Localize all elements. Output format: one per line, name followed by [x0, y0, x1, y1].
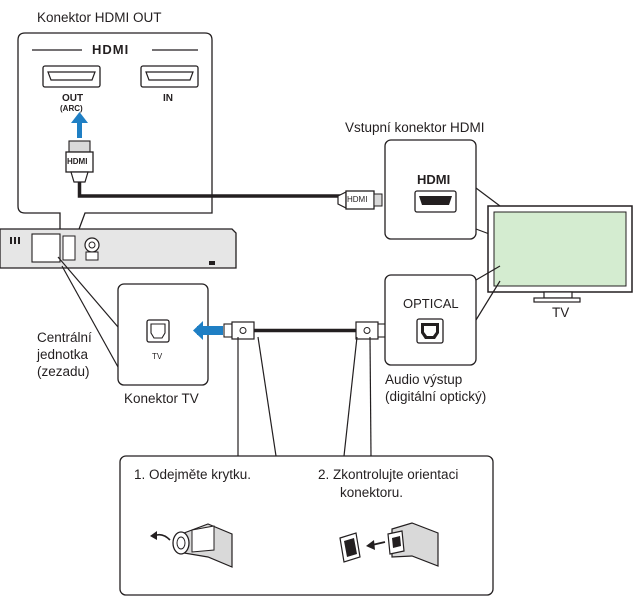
hdmi-out-port [42, 65, 101, 88]
central-unit [0, 228, 237, 269]
tv-cable-plug-label: HDMI [347, 195, 368, 204]
hdmi-out-connector-label: Konektor HDMI OUT [37, 10, 162, 25]
central-unit-label-3: (zezadu) [37, 364, 90, 379]
hdmi-logo: HDMI [92, 42, 130, 57]
unit-tv-port-label: TV [152, 352, 163, 361]
central-unit-label-2: jednotka [37, 347, 89, 362]
hdmi-plug-tv [337, 190, 383, 210]
port-out-label: OUT [62, 93, 84, 104]
tv-optical-label: OPTICAL [403, 296, 459, 311]
hdmi-plug-label: HDMI [67, 157, 88, 166]
remove-cap-illustration [150, 523, 233, 568]
tv-hdmi-label: HDMI [417, 172, 451, 187]
tv-hdmi-port-callout [384, 139, 501, 240]
hdmi-input-label: Vstupní konektor HDMI [345, 120, 485, 135]
step-1-text: 1. Odejměte krytku. [134, 467, 252, 482]
port-in-label: IN [163, 93, 173, 104]
optical-cable [193, 320, 408, 341]
audio-output-label-2: (digitální optický) [385, 389, 487, 404]
hdmi-panel-callout [17, 32, 213, 241]
tv-optical-port-callout [384, 265, 501, 366]
hdmi-plug-panel [65, 140, 94, 183]
tv-connector-label: Konektor TV [124, 391, 199, 406]
hdmi-in-port [140, 65, 199, 88]
audio-output-label-1: Audio výstup [385, 372, 463, 387]
insert-arrow-up-icon [71, 112, 88, 138]
tv [487, 205, 633, 303]
tv-label: TV [552, 305, 570, 320]
central-unit-label-1: Centrální [37, 330, 92, 345]
steps-box [119, 455, 494, 596]
check-orientation-illustration [339, 522, 439, 567]
unit-tv-connector-callout [117, 283, 209, 386]
port-out-arc-label: (ARC) [60, 104, 83, 113]
step-2-text-line2: konektoru. [340, 485, 404, 500]
step-2-text-line1: 2. Zkontrolujte orientaci [318, 467, 459, 482]
